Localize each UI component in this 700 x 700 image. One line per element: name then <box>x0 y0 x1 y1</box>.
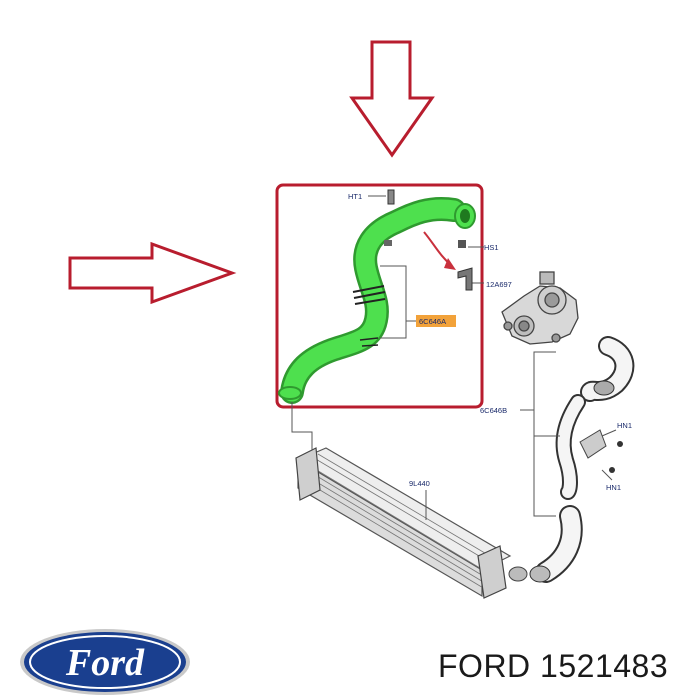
highlighted-hose <box>278 189 476 404</box>
label-9l440: 9L440 <box>409 479 430 488</box>
label-6c646a: 6C646A <box>419 317 446 326</box>
leader-lines-intercooler <box>291 402 427 520</box>
label-hn1-top: HN1 <box>617 421 632 430</box>
ford-logo-text: Ford <box>65 642 145 684</box>
down-arrow-icon <box>349 40 435 158</box>
throttle-body <box>501 271 579 345</box>
brand-name: FORD <box>438 648 531 684</box>
label-ht1: HT1 <box>348 192 362 201</box>
label-6c646a-badge <box>416 315 456 327</box>
label-hs1: HS1 <box>484 243 499 252</box>
part-caption: FORD 1521483 <box>438 648 668 685</box>
label-hn1-bottom: HN1 <box>606 483 621 492</box>
right-hose-assembly <box>529 336 635 583</box>
label-6c646b: 6C646B <box>480 406 507 415</box>
leader-lines-right <box>520 351 617 517</box>
highlight-box <box>275 183 484 409</box>
right-arrow-icon <box>68 241 237 305</box>
bracket-part-12a697 <box>457 240 473 291</box>
ford-logo-icon: Ford <box>20 629 190 695</box>
intercooler <box>295 447 528 599</box>
part-number: 1521483 <box>540 648 669 684</box>
label-12a697: 12A697 <box>486 280 512 289</box>
